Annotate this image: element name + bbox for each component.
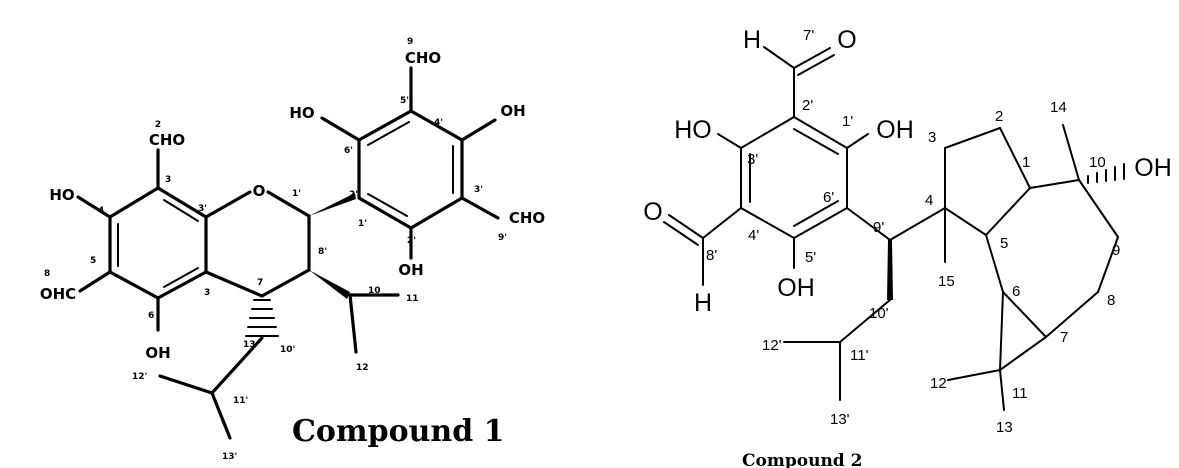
c2-o-left: O xyxy=(643,198,662,226)
c1-oh-6: OH xyxy=(145,344,170,362)
c1-num: 2' xyxy=(349,190,358,200)
c2-num: 9' xyxy=(873,219,884,236)
c1-cho-9p: CHO xyxy=(405,49,441,67)
c1-num: 8 xyxy=(44,269,50,279)
c2-o-top: O xyxy=(837,26,856,54)
c2-oh-5p: OH xyxy=(777,274,815,302)
c2-num: 8 xyxy=(1107,292,1115,309)
c2-num: 12' xyxy=(762,337,782,354)
c1-num: 9' xyxy=(498,233,507,243)
c1-num: 11 xyxy=(406,294,419,304)
c1-ho-4: HO xyxy=(49,186,74,204)
c2-num: 3 xyxy=(928,129,936,146)
c2-num: 11' xyxy=(850,347,869,364)
compound-1-structure xyxy=(76,66,500,440)
c2-num: 8' xyxy=(706,247,717,264)
c1-num: 3 xyxy=(204,288,210,298)
c1-num: 1' xyxy=(292,189,301,199)
c1-oh-2p: OH xyxy=(398,261,423,279)
c1-num: 10 xyxy=(368,286,381,296)
c1-num: 6 xyxy=(148,311,154,321)
c2-num: 13 xyxy=(996,419,1013,436)
c1-num: 3 xyxy=(165,175,171,185)
c2-num: 11 xyxy=(1012,385,1028,402)
c2-ho-3p: HO xyxy=(674,116,712,144)
compound-2-atom-labels: H O HO OH O H OH OH xyxy=(643,26,1171,317)
c2-num: 6' xyxy=(823,189,834,206)
c2-num: 4 xyxy=(925,192,933,209)
c1-num: 11' xyxy=(233,396,248,406)
c2-num: 12 xyxy=(930,375,947,392)
c1-num: 12 xyxy=(356,363,369,373)
c2-num: 4' xyxy=(748,227,759,244)
compound-1-atom-numbers: 2 3 4 5 6 3 7 1' 2' 3' 4' 5' 6' 1' 2' 3'… xyxy=(44,37,507,462)
c1-oh-4p: OH xyxy=(500,102,525,120)
c1-num: 12' xyxy=(132,372,147,382)
c2-oh-10: OH xyxy=(1134,154,1172,182)
compound-2-atom-numbers: 7' 2' 1' 3' 6' 4' 5' 9' 8' 10' 11' 12' 1… xyxy=(706,27,1120,436)
c1-num: 13' xyxy=(222,452,237,462)
c1-num: 2' xyxy=(407,236,416,246)
hash-bond-c10 xyxy=(245,299,279,337)
compound-2-caption: Compound 2 xyxy=(742,451,862,468)
c2-oh-1p: OH xyxy=(876,116,914,144)
c2-num: 5 xyxy=(1000,235,1008,252)
c2-num: 14 xyxy=(1050,99,1067,116)
c1-cho-3: CHO xyxy=(149,131,185,149)
c2-h-top: H xyxy=(743,26,761,54)
c1-num: 2 xyxy=(155,120,161,130)
c1-num: 6' xyxy=(344,146,353,156)
c2-num: 10 xyxy=(1089,154,1106,171)
c2-num: 15 xyxy=(938,273,955,290)
c1-num: 9 xyxy=(407,37,413,47)
c2-num: 7 xyxy=(1060,329,1068,346)
c2-num: 2 xyxy=(995,108,1003,125)
c2-num: 10' xyxy=(869,305,889,322)
c1-num: 4' xyxy=(434,118,443,128)
c2-num: 7' xyxy=(803,27,814,44)
c1-num: 4 xyxy=(98,206,104,216)
c1-num: 1' xyxy=(358,219,367,229)
compound-1-caption: Compound 1 xyxy=(292,414,505,449)
hash-bond-c10-oh xyxy=(1087,163,1125,184)
c1-ohc-9: OHC xyxy=(40,285,76,303)
c2-num: 1' xyxy=(842,113,853,130)
c1-num: 5' xyxy=(400,96,409,106)
c1-num: 5 xyxy=(90,256,96,266)
c1-num: 13 xyxy=(243,340,256,350)
c1-num: 8' xyxy=(318,247,327,257)
c1-ring-oxygen: O xyxy=(253,182,266,200)
c1-ho-6p: HO xyxy=(289,104,314,122)
c2-num: 3' xyxy=(747,151,758,168)
c2-num: 1 xyxy=(1022,154,1030,171)
c2-h-bottom: H xyxy=(694,289,712,317)
c2-num: 6 xyxy=(1012,283,1020,300)
c1-num: 3' xyxy=(198,204,207,214)
c2-num: 9 xyxy=(1112,242,1120,259)
c1-num: 10' xyxy=(280,345,295,355)
c1-num: 3' xyxy=(474,185,483,195)
c2-num: 2' xyxy=(802,97,813,114)
compound-2-structure xyxy=(663,46,1125,411)
compound-1-atom-labels: HO OH HO OH OH O CHO CHO CHO OHC xyxy=(40,49,545,362)
c1-cho-8p: CHO xyxy=(509,209,545,227)
c2-num: 13' xyxy=(830,411,850,428)
c2-num: 5' xyxy=(805,249,816,266)
c1-num: 7 xyxy=(257,278,263,288)
